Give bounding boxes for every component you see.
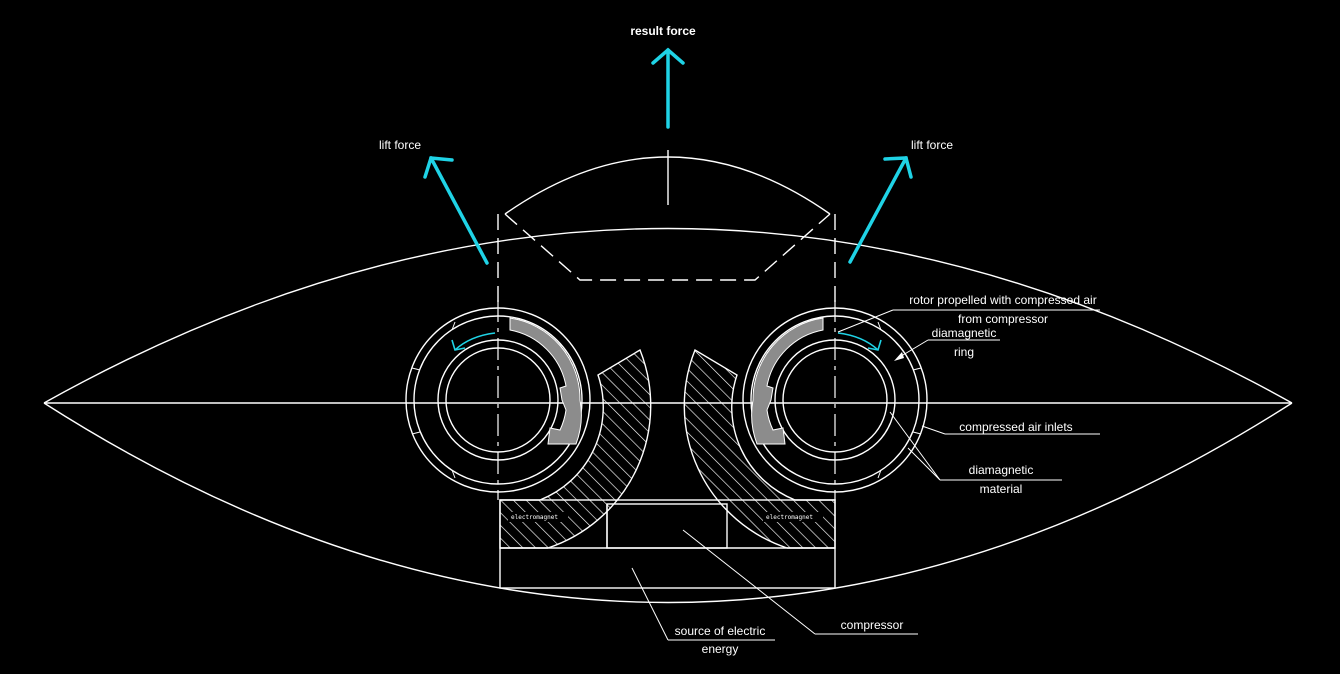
left-lift-force-label: lift force: [379, 138, 421, 152]
right-electromagnet-plate: [763, 512, 823, 522]
rotor-label-line2: from compressor: [958, 312, 1048, 326]
material-leader-line-2: [907, 447, 941, 481]
left-rotation-arrowhead: [451, 339, 466, 351]
right-air-inlet-1: [877, 321, 882, 331]
diamagnetic-material-label-line1: diamagnetic: [969, 463, 1034, 477]
right-electromagnet-label: electromagnet: [766, 514, 813, 521]
left-lift-force-arrow-icon: [423, 156, 489, 265]
left-air-inlet-1: [451, 321, 456, 331]
right-air-inlet-3: [912, 431, 922, 435]
inlets-leader-line: [921, 425, 946, 435]
base-block-outline: [499, 499, 836, 589]
material-leader-line-1: [889, 411, 941, 481]
source-label-line2: energy: [702, 642, 739, 656]
diamagnetic-ring-label-line2: ring: [954, 345, 974, 359]
right-lift-force-arrow-icon: [848, 156, 913, 264]
left-rotation-arrow-icon: [454, 332, 496, 351]
diamagnetic-material-label-line2: material: [980, 482, 1023, 496]
compressor-label: compressor: [841, 618, 904, 632]
compressed-air-inlets-label: compressed air inlets: [959, 420, 1072, 434]
result-force-arrow-icon: [651, 47, 685, 129]
left-diamagnetic-material-inner: [445, 347, 551, 453]
rotor-leader-line: [837, 309, 894, 333]
compressor-leader-line: [682, 529, 816, 635]
left-air-inlet-2: [411, 367, 421, 371]
left-electromagnet-plate: [508, 512, 568, 522]
source-label-line1: source of electric: [675, 624, 766, 638]
right-rotation-arrowhead: [867, 339, 882, 351]
left-air-inlet-3: [411, 431, 421, 435]
cabin-dashed-outline: [504, 213, 831, 281]
right-diamagnetic-material-inner: [782, 347, 888, 453]
left-air-inlet-4: [451, 469, 456, 479]
right-air-inlet-2: [912, 367, 922, 371]
right-lift-force-label: lift force: [911, 138, 953, 152]
right-rotation-arrow-icon: [837, 332, 879, 351]
hull-upper-outline: [43, 227, 1293, 404]
right-rotor-assembly: [742, 300, 928, 500]
source-leader-line: [631, 567, 669, 641]
diamagnetic-ring-label-line1: diamagnetic: [932, 326, 997, 340]
left-rotor-blade: [509, 317, 582, 445]
result-force-label: result force: [630, 24, 696, 38]
left-rotor-assembly: [405, 300, 591, 500]
left-electromagnet-label: electromagnet: [511, 514, 558, 521]
right-rotor-blade: [751, 317, 824, 445]
right-air-inlet-4: [877, 469, 882, 479]
rotor-label-line1: rotor propelled with compressed air: [909, 293, 1096, 307]
ring-leader-arrowhead: [894, 352, 904, 361]
hull-lower-outline: [43, 402, 1293, 604]
compressor-box: [606, 503, 728, 549]
